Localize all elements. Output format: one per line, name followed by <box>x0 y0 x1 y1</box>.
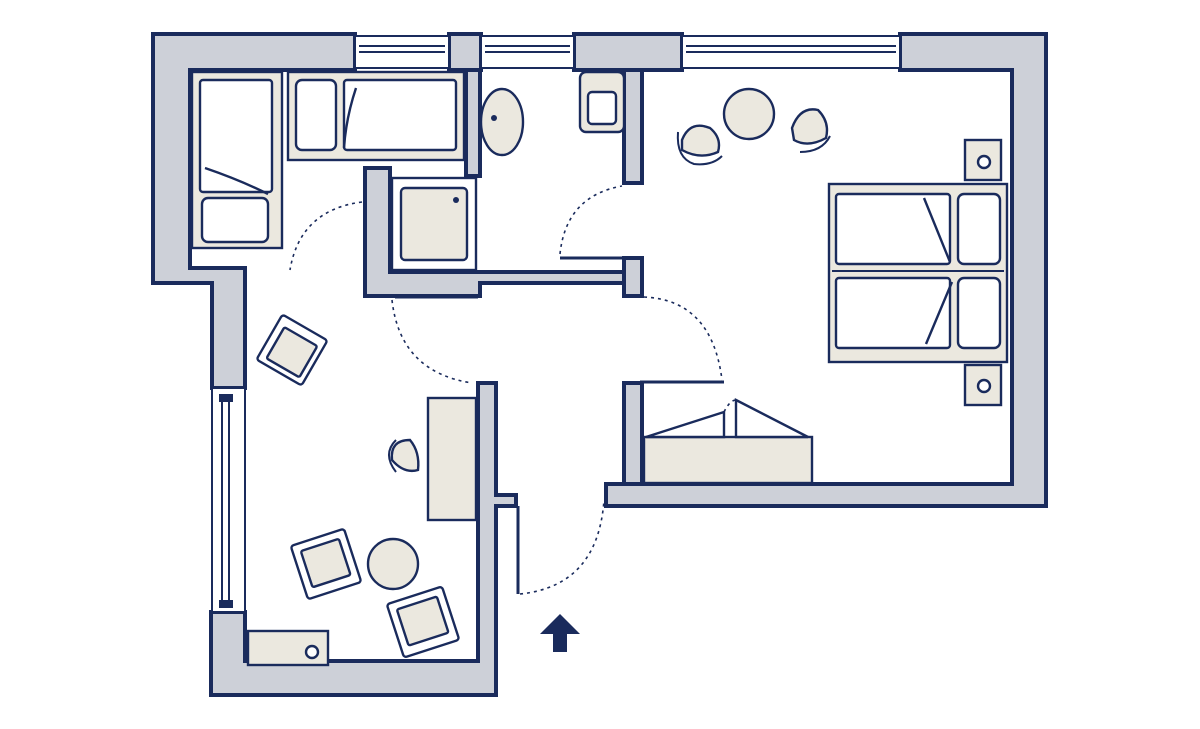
sideboard <box>246 629 330 667</box>
desk <box>426 396 478 522</box>
armchair-1 <box>256 314 328 386</box>
coffee-table <box>366 537 420 591</box>
children-room <box>190 70 466 250</box>
doors <box>289 185 724 595</box>
window-top-3 <box>681 35 901 69</box>
armchair-3 <box>386 585 460 659</box>
desk-chair <box>388 438 420 473</box>
window-top-1 <box>354 35 450 69</box>
wall-top-pier-1 <box>447 32 483 72</box>
bathroom <box>390 70 626 272</box>
living-room <box>246 314 478 667</box>
wardrobe <box>642 398 814 485</box>
bed-vertical <box>190 70 284 250</box>
wall-bath-jamb <box>622 256 644 298</box>
window-left <box>211 387 246 613</box>
wall-top-pier-2 <box>572 32 684 72</box>
entrance-arrow-icon <box>540 614 580 652</box>
wall-bath-partition <box>464 68 482 178</box>
washbasin <box>479 87 525 157</box>
armchair-2 <box>290 528 362 600</box>
double-bed <box>827 138 1009 407</box>
wall-bath-bedroom <box>622 68 644 185</box>
windows <box>211 35 901 613</box>
wall-living-right <box>209 381 518 697</box>
wall-right-block <box>604 32 1048 508</box>
nightstand-bottom <box>963 363 1003 407</box>
bedroom <box>642 87 1009 485</box>
bed-horizontal <box>286 70 466 162</box>
toilet <box>578 70 626 134</box>
shower-tray <box>390 176 478 272</box>
bistro-table <box>676 87 831 166</box>
window-top-2 <box>480 35 575 69</box>
wall-bedroom-lower <box>622 381 644 486</box>
